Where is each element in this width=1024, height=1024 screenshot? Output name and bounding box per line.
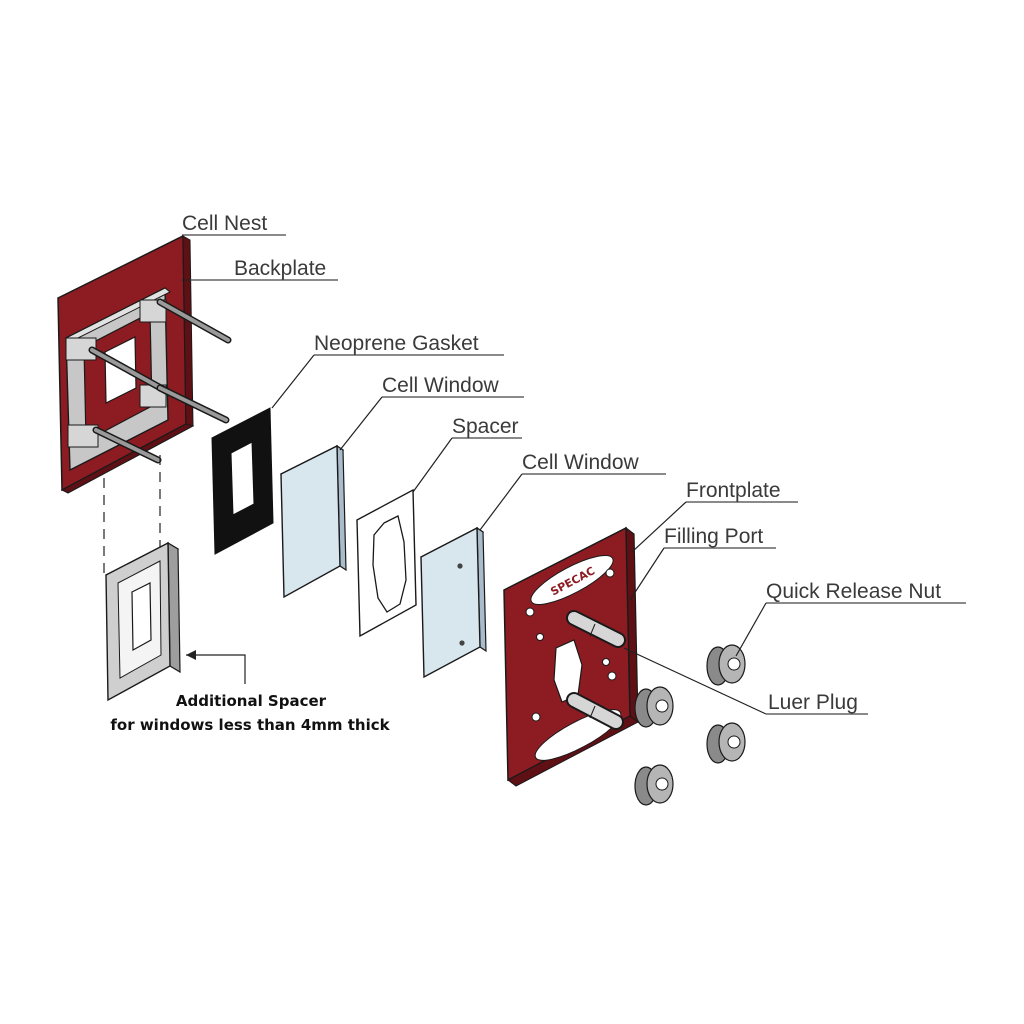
cell-nest xyxy=(65,286,171,472)
luer-plug-lower xyxy=(566,692,624,730)
label-cell-window-1: Cell Window xyxy=(382,374,500,397)
neoprene-gasket xyxy=(211,407,274,555)
cell-window-1 xyxy=(279,444,347,599)
frontplate: SPECAC xyxy=(503,526,639,787)
nut-3 xyxy=(706,722,746,764)
label-quick-release-nut: Quick Release Nut xyxy=(766,580,941,603)
spacer xyxy=(356,488,417,638)
nut-4 xyxy=(634,764,674,806)
label-spacer: Spacer xyxy=(452,415,519,438)
label-cell-window-2: Cell Window xyxy=(522,451,640,474)
nut-1 xyxy=(706,644,746,686)
nut-2 xyxy=(634,686,674,728)
cell-window-2 xyxy=(419,526,487,679)
label-frontplate: Frontplate xyxy=(686,479,781,502)
backplate-assembly xyxy=(57,234,232,494)
additional-spacer-note: for windows less than 4mm thick xyxy=(110,716,390,734)
label-neoprene-gasket: Neoprene Gasket xyxy=(314,332,479,355)
additional-spacer-title: Additional Spacer xyxy=(176,692,327,710)
quick-release-nuts xyxy=(634,644,746,806)
label-filling-port: Filling Port xyxy=(664,525,763,548)
luer-plug-upper xyxy=(566,610,626,648)
additional-spacer xyxy=(104,541,181,702)
leader-lines xyxy=(182,234,966,715)
label-luer-plug: Luer Plug xyxy=(768,691,858,714)
threaded-rods xyxy=(88,298,232,464)
label-backplate: Backplate xyxy=(234,257,326,280)
label-cell-nest: Cell Nest xyxy=(182,212,267,235)
